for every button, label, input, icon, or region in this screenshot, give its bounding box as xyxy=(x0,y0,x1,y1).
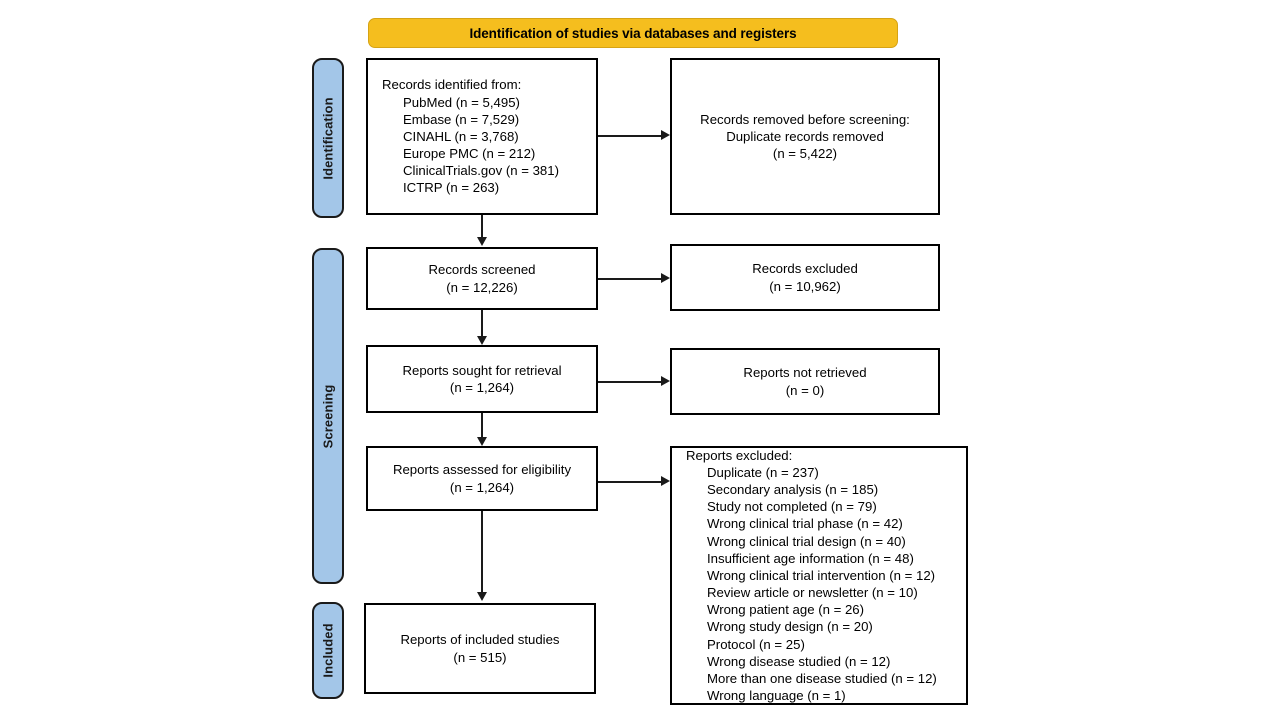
reports-sought-count: (n = 1,264) xyxy=(449,380,515,395)
reports-excluded-reason-wrong-trial-design: Wrong clinical trial design (n = 40) xyxy=(707,533,906,549)
records-excluded-count: (n = 10,962) xyxy=(769,278,841,294)
diagram-title-text: Identification of studies via databases … xyxy=(469,25,797,41)
connector-identified-to-screened xyxy=(481,215,483,238)
reports-excluded-reason-secondary-analysis: Secondary analysis (n = 185) xyxy=(707,482,879,498)
stage-label-identification: Identification xyxy=(312,58,344,218)
reports-excluded-reason-duplicate: Duplicate (n = 237) xyxy=(707,464,819,480)
reports-excluded-reason-study-not-completed: Study not completed (n = 79) xyxy=(707,499,877,515)
connector-screened-to-sought xyxy=(481,310,483,337)
reports-included-label: Reports of included studies xyxy=(400,632,560,648)
records-excluded-label: Records excluded xyxy=(752,261,858,277)
records-removed-count: (n = 5,422) xyxy=(772,146,838,162)
box-records-screened: Records screened (n = 12,226) xyxy=(366,247,598,310)
connector-identified-to-removed xyxy=(598,135,661,137)
records-identified-source-pubmed: PubMed (n = 5,495) xyxy=(403,94,520,110)
arrowhead-assessed-to-included xyxy=(476,592,487,601)
arrowhead-screened-to-excluded xyxy=(661,273,670,283)
reports-excluded-reason-wrong-trial-phase: Wrong clinical trial phase (n = 42) xyxy=(707,516,903,532)
stage-label-identification-text: Identification xyxy=(320,96,336,180)
box-reports-included: Reports of included studies (n = 515) xyxy=(364,603,596,694)
records-screened-count: (n = 12,226) xyxy=(446,279,518,295)
reports-not-retrieved-label: Reports not retrieved xyxy=(743,365,867,381)
reports-included-count: (n = 515) xyxy=(453,649,507,665)
reports-excluded-reason-wrong-disease: Wrong disease studied (n = 12) xyxy=(707,653,891,669)
records-removed-line-2: Duplicate records removed xyxy=(726,128,884,144)
reports-excluded-reason-review-article: Review article or newsletter (n = 10) xyxy=(707,585,918,601)
diagram-title-banner: Identification of studies via databases … xyxy=(368,18,898,48)
stage-label-included-text: Included xyxy=(320,623,336,678)
reports-excluded-lead: Reports excluded: xyxy=(686,447,793,463)
reports-not-retrieved-count: (n = 0) xyxy=(785,382,825,398)
reports-excluded-reason-more-than-one-disease: More than one disease studied (n = 12) xyxy=(707,670,937,686)
box-records-identified: Records identified from: PubMed (n = 5,4… xyxy=(366,58,598,215)
reports-excluded-reason-wrong-patient-age: Wrong patient age (n = 26) xyxy=(707,602,865,618)
reports-excluded-reason-wrong-study-design: Wrong study design (n = 20) xyxy=(707,619,873,635)
box-reports-assessed: Reports assessed for eligibility (n = 1,… xyxy=(366,446,598,511)
arrowhead-sought-to-assessed xyxy=(476,437,487,446)
records-identified-source-europe-pmc: Europe PMC (n = 212) xyxy=(403,146,536,162)
reports-assessed-label: Reports assessed for eligibility xyxy=(392,462,572,478)
records-removed-line-1: Records removed before screening: xyxy=(700,111,910,127)
records-identified-source-cinahl: CINAHL (n = 3,768) xyxy=(403,128,519,144)
stage-label-screening: Screening xyxy=(312,248,344,584)
arrowhead-assessed-to-excluded xyxy=(661,476,670,486)
connector-sought-to-not-retrieved xyxy=(598,381,661,383)
reports-excluded-reason-wrong-language: Wrong language (n = 1) xyxy=(707,688,846,704)
reports-excluded-reason-protocol: Protocol (n = 25) xyxy=(707,636,805,652)
box-reports-not-retrieved: Reports not retrieved (n = 0) xyxy=(670,348,940,415)
arrowhead-identified-to-screened xyxy=(476,237,487,246)
arrowhead-identified-to-removed xyxy=(661,130,670,140)
records-screened-label: Records screened xyxy=(428,262,536,278)
connector-assessed-to-excluded xyxy=(598,481,661,483)
reports-sought-label: Reports sought for retrieval xyxy=(402,362,562,378)
records-identified-source-ictrp: ICTRP (n = 263) xyxy=(403,180,500,196)
records-identified-lead: Records identified from: xyxy=(382,77,522,93)
records-identified-source-clinicaltrials: ClinicalTrials.gov (n = 381) xyxy=(403,163,559,179)
box-reports-excluded: Reports excluded: Duplicate (n = 237) Se… xyxy=(670,446,968,705)
reports-excluded-reason-wrong-trial-intervention: Wrong clinical trial intervention (n = 1… xyxy=(707,567,936,583)
connector-screened-to-excluded xyxy=(598,278,661,280)
stage-label-included: Included xyxy=(312,602,344,699)
reports-excluded-reason-insufficient-age-info: Insufficient age information (n = 48) xyxy=(707,550,914,566)
arrowhead-sought-to-not-retrieved xyxy=(661,376,670,386)
connector-sought-to-assessed xyxy=(481,413,483,437)
box-records-excluded: Records excluded (n = 10,962) xyxy=(670,244,940,311)
box-reports-sought: Reports sought for retrieval (n = 1,264) xyxy=(366,345,598,413)
arrowhead-screened-to-sought xyxy=(476,336,487,345)
box-records-removed: Records removed before screening: Duplic… xyxy=(670,58,940,215)
reports-assessed-count: (n = 1,264) xyxy=(449,479,515,495)
stage-label-screening-text: Screening xyxy=(320,384,336,448)
records-identified-source-embase: Embase (n = 7,529) xyxy=(403,111,520,127)
connector-assessed-to-included xyxy=(481,511,483,593)
